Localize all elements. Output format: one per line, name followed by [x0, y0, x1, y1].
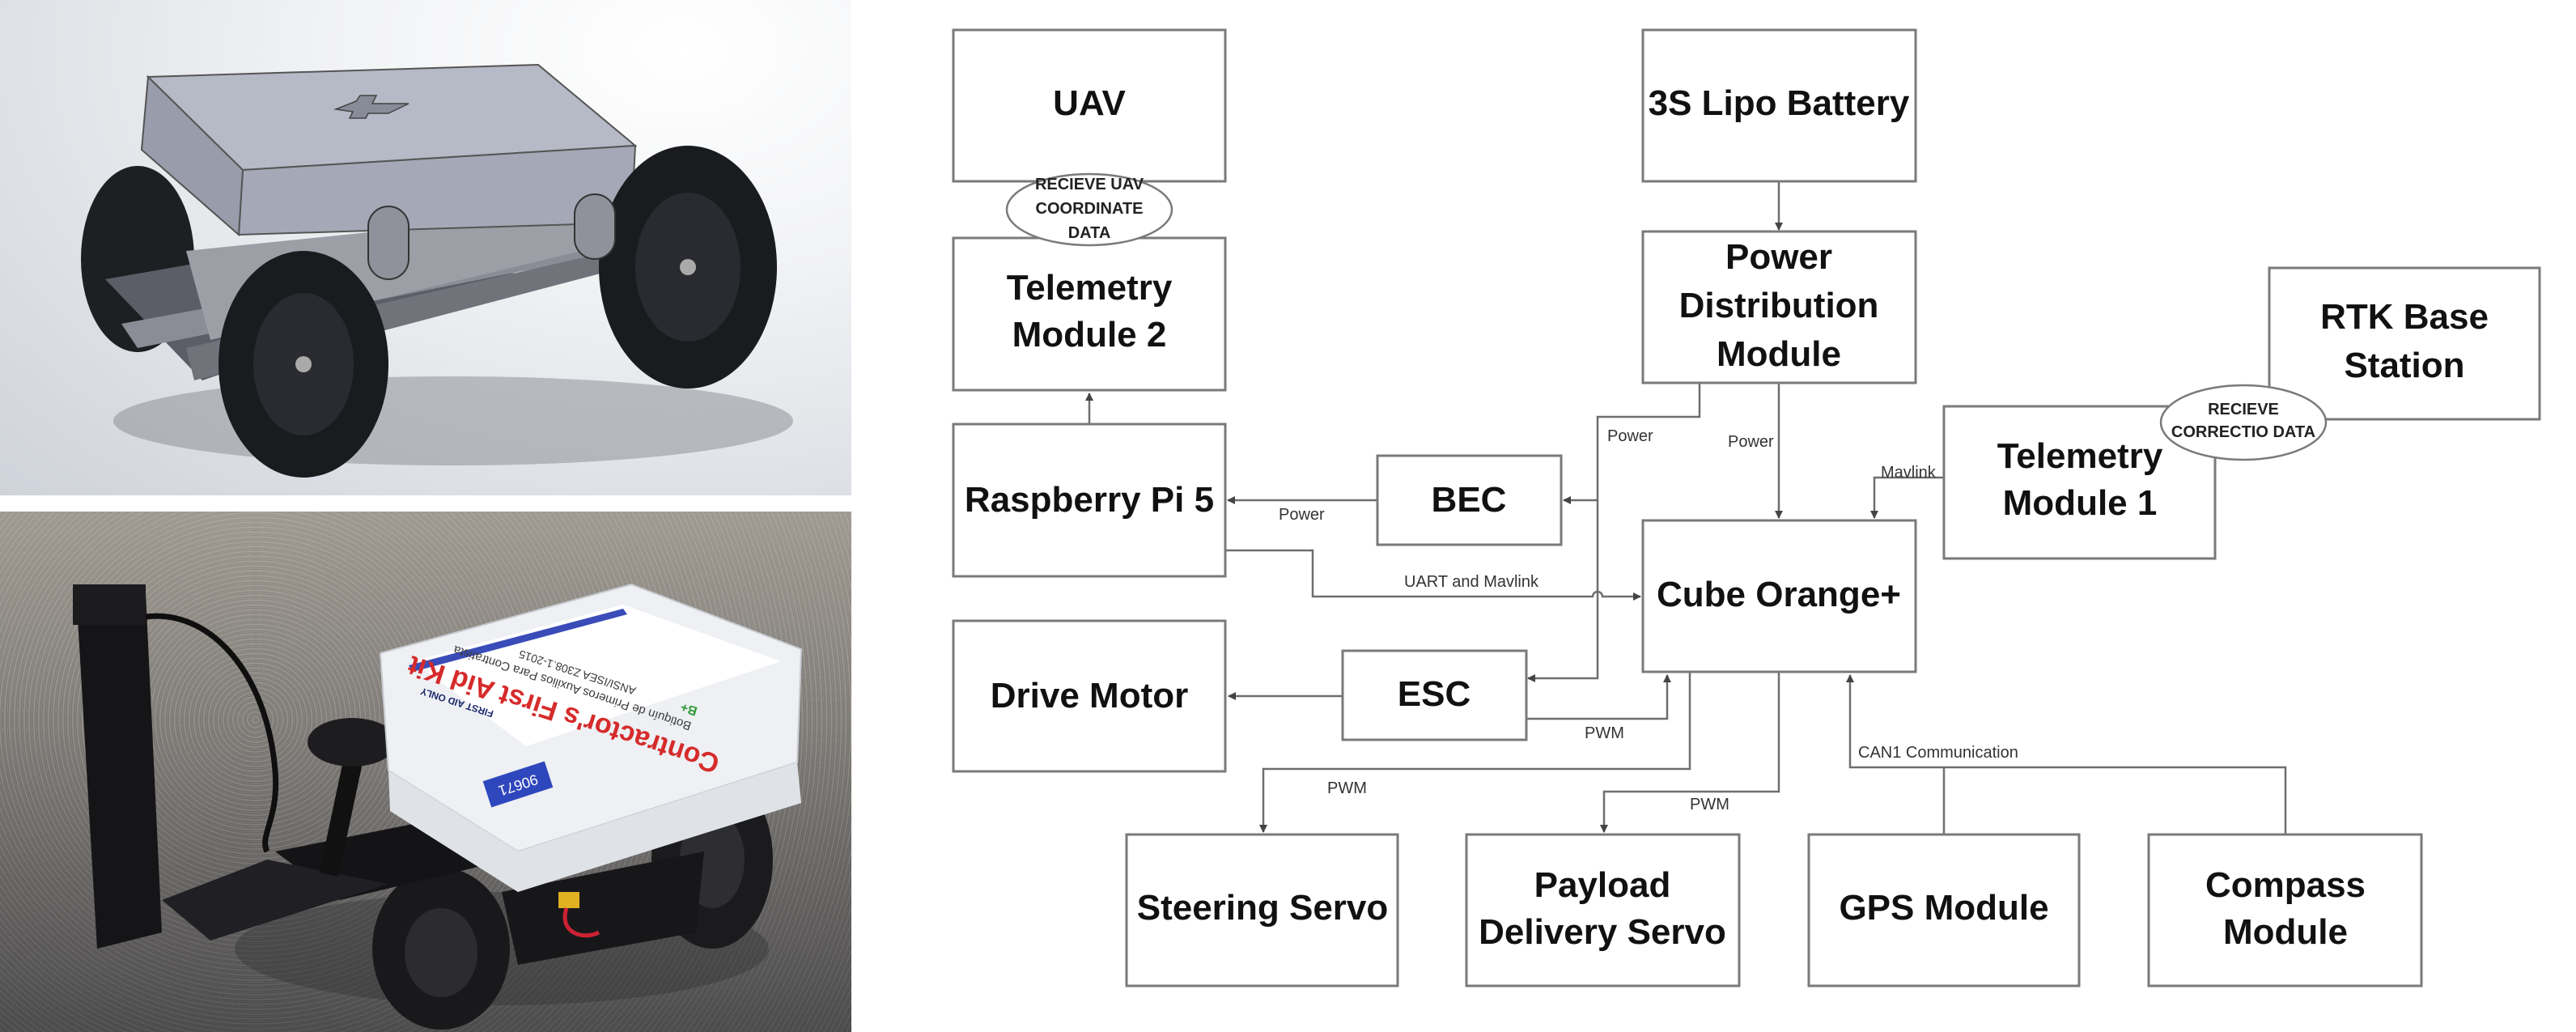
- svg-text:ESC: ESC: [1398, 674, 1470, 714]
- rover-prototype-icon: Contractor's First Aid Kit Botiquín de P…: [73, 583, 803, 1030]
- label-power-pdm-cube: Power: [1728, 433, 1774, 451]
- payload-box: [140, 63, 638, 237]
- block-drive-motor: Drive Motor: [952, 619, 1227, 773]
- block-3s-lipo-battery: 3S Lipo Battery: [1641, 28, 1917, 183]
- cad-rover-icon: [81, 63, 793, 478]
- block-cube-orange-plus: Cube Orange+: [1641, 519, 1917, 673]
- connector-pdm-bec: [1563, 383, 1701, 504]
- label-mavlink: Mavlink: [1881, 464, 1937, 482]
- label-pwm-steering: PWM: [1327, 779, 1367, 797]
- connector-telemetry1-cube: [1870, 476, 1944, 519]
- connector-cube-payload: [1600, 672, 1780, 833]
- wheel-icon: [372, 868, 510, 1030]
- wheel-icon: [219, 251, 388, 478]
- connector-esc-cube: [1526, 674, 1671, 720]
- svg-text:3S Lipo Battery: 3S Lipo Battery: [1649, 83, 1910, 123]
- label-pwm-payload: PWM: [1690, 796, 1729, 813]
- connector-cube-steering: [1259, 672, 1691, 833]
- label-power-pdm-bec: Power: [1607, 427, 1653, 445]
- svg-text:UAV: UAV: [1053, 83, 1126, 123]
- first-aid-kit: [379, 583, 803, 892]
- connector-gps-cube: [1846, 674, 1946, 835]
- kit-class-badge: B+: [679, 699, 699, 718]
- block-uav: UAV: [952, 28, 1227, 183]
- label-uart-mavlink: UART and Mavlink: [1404, 573, 1539, 591]
- svg-text:BEC: BEC: [1432, 480, 1507, 520]
- block-raspberry-pi-5: Raspberry Pi 5: [952, 423, 1227, 578]
- label-power-bec-pi: Power: [1279, 506, 1325, 524]
- svg-text:GPS Module: GPS Module: [1839, 888, 2048, 928]
- prototype-photo-image: Contractor's First Aid Kit Botiquín de P…: [0, 512, 851, 1032]
- block-esc: ESC: [1341, 649, 1528, 741]
- cad-render-image: [0, 0, 851, 495]
- block-bec: BEC: [1376, 454, 1563, 546]
- connector-pdm-esc: [1527, 500, 1599, 682]
- svg-text:Cube Orange+: Cube Orange+: [1657, 575, 1901, 614]
- label-can1: CAN1 Communication: [1858, 744, 2018, 762]
- label-pwm-esc: PWM: [1585, 724, 1624, 742]
- block-gps-module: GPS Module: [1807, 833, 2081, 987]
- svg-text:Drive Motor: Drive Motor: [991, 676, 1188, 716]
- svg-text:Steering Servo: Steering Servo: [1137, 888, 1389, 928]
- block-steering-servo: Steering Servo: [1125, 833, 1399, 987]
- connector-pi-cube: [1225, 549, 1641, 601]
- wheel-icon: [599, 146, 777, 389]
- svg-text:Raspberry Pi 5: Raspberry Pi 5: [965, 480, 1214, 520]
- connector-compass-can: [1944, 766, 2287, 835]
